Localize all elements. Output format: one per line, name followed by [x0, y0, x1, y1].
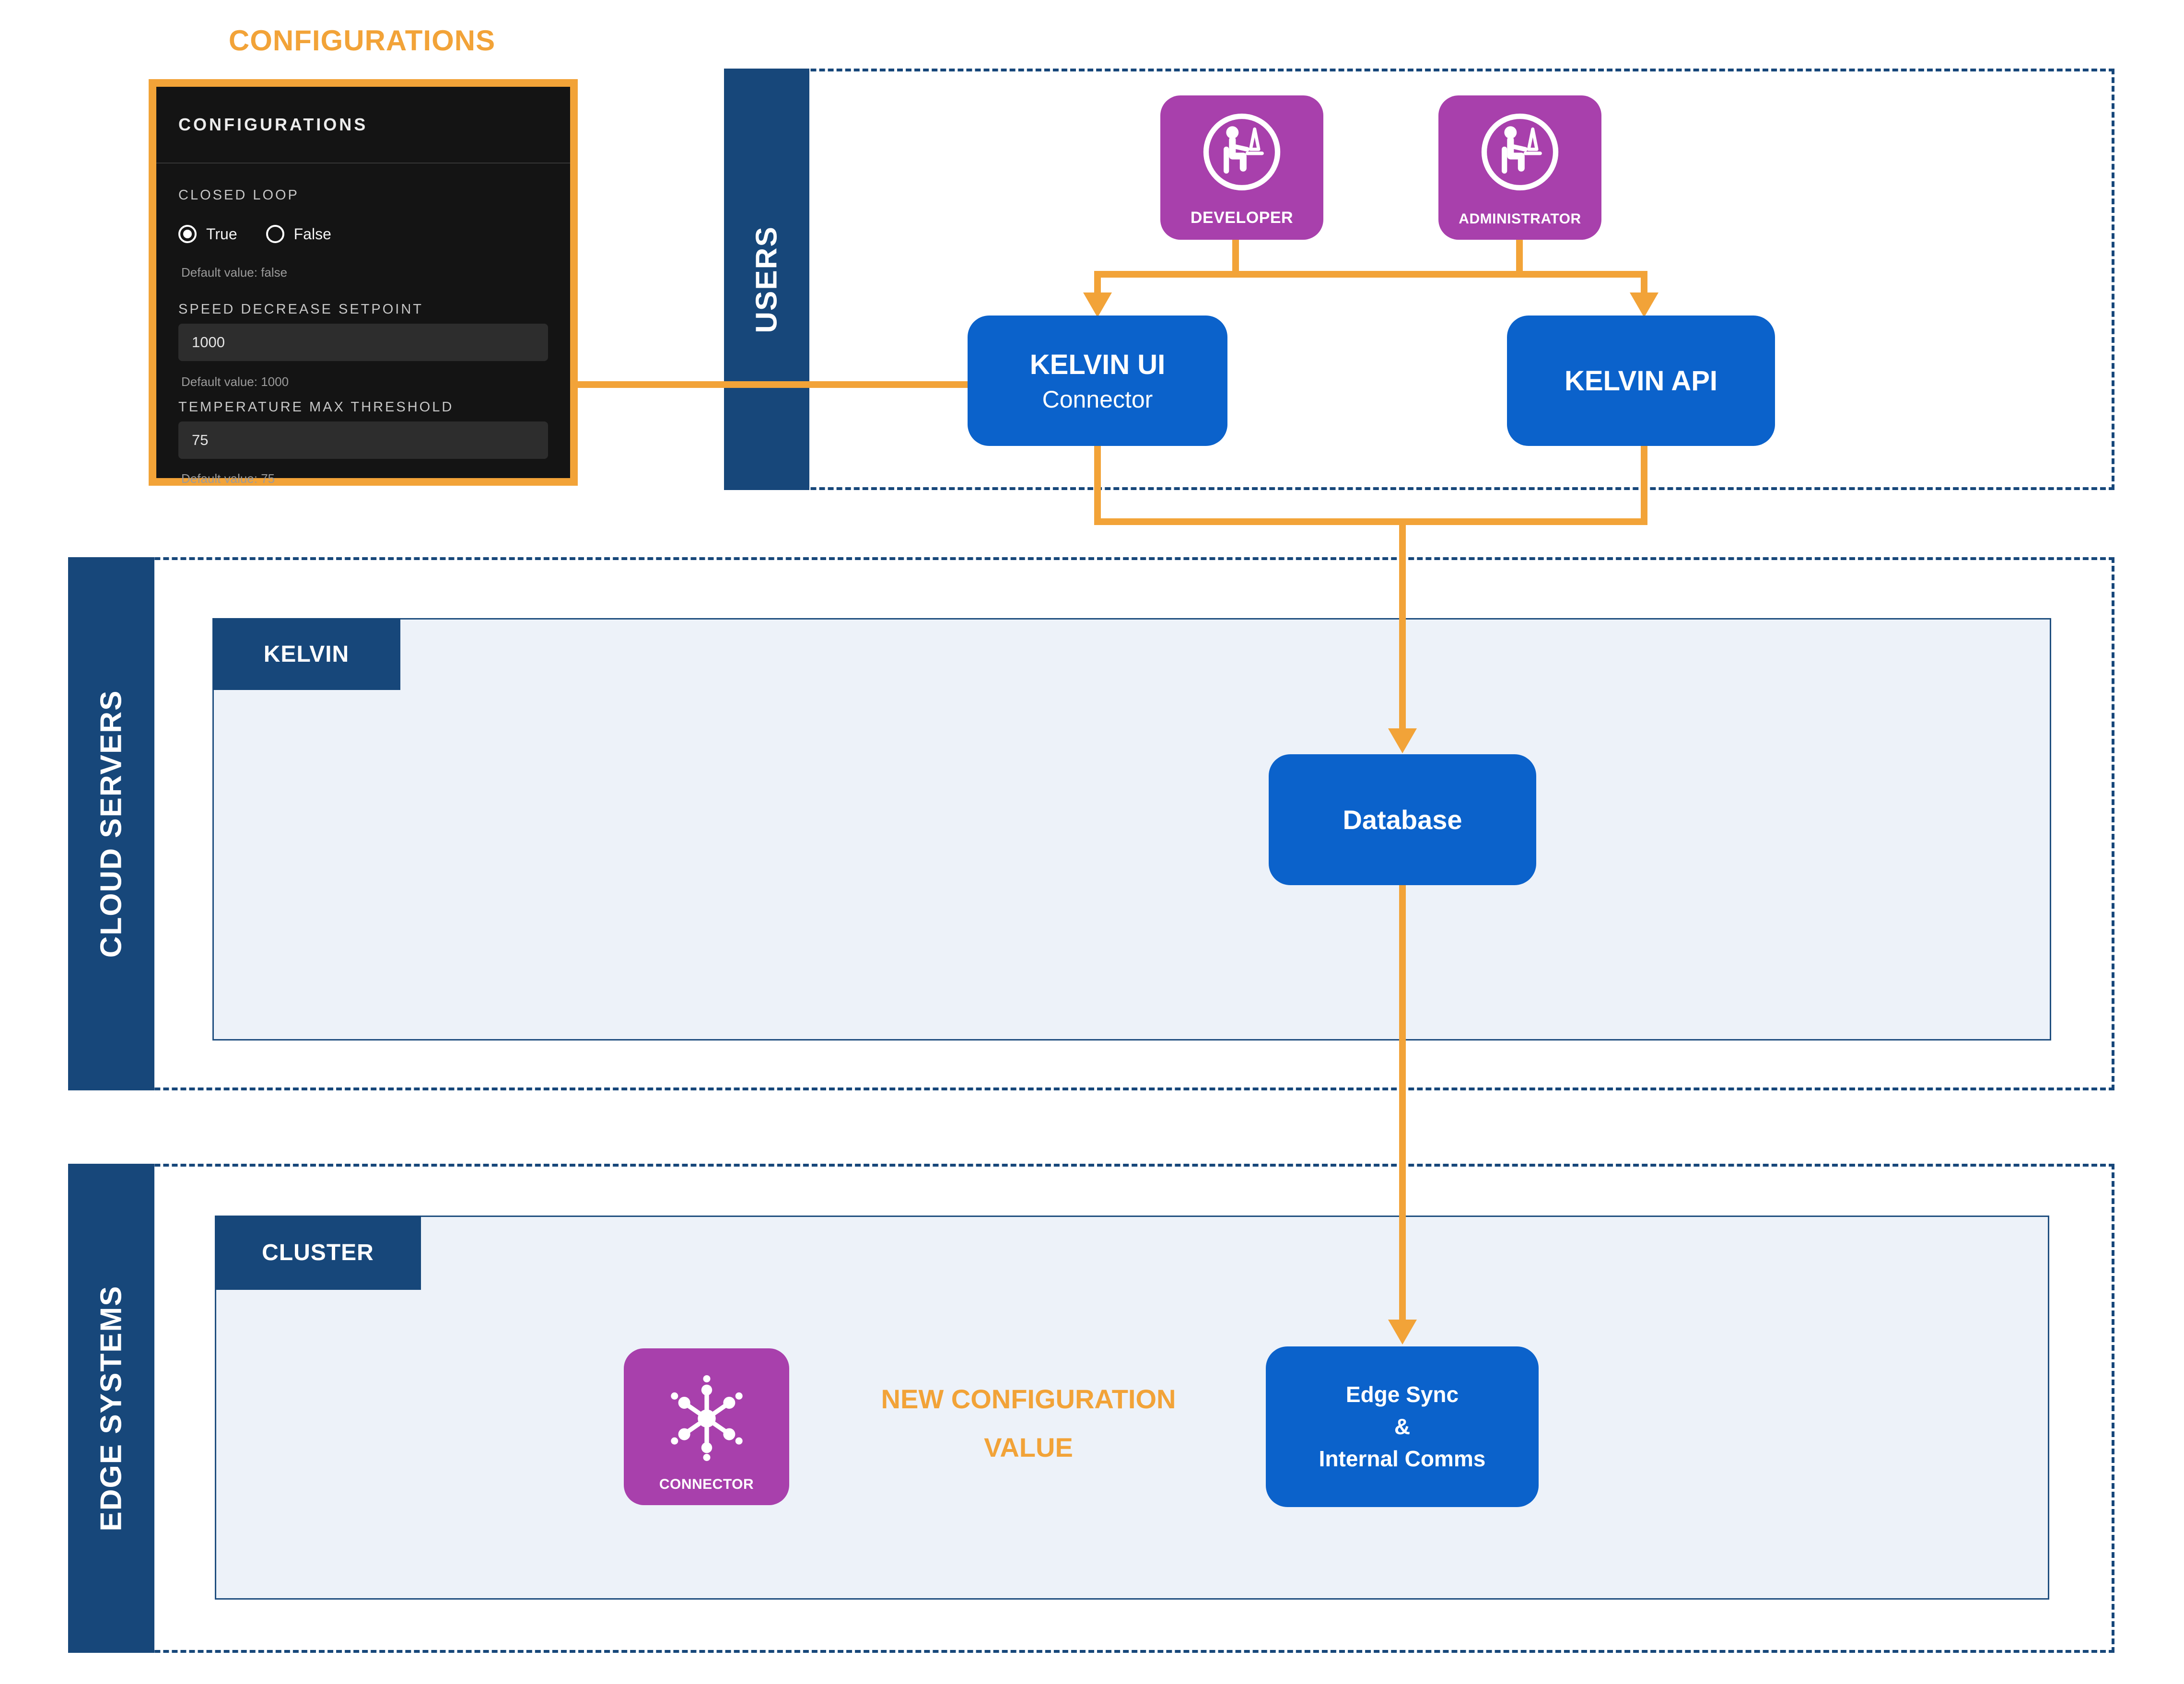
edge-sync-line1: Edge Sync — [1345, 1382, 1459, 1407]
config-panel-header: CONFIGURATIONS — [178, 115, 368, 134]
radio-option-false[interactable]: False — [266, 225, 331, 243]
edge-into-kelvin-api — [1641, 271, 1647, 295]
hub-network-icon — [670, 1375, 743, 1461]
speed-decrease-setpoint-default-note: Default value: 1000 — [181, 374, 289, 389]
kelvin-container — [212, 618, 2051, 1041]
cloud-servers-band: CLOUD SERVERS — [68, 557, 154, 1090]
edge-top-horizontal — [1094, 271, 1647, 278]
kelvin-ui-subtitle: Connector — [1042, 386, 1153, 413]
temperature-max-threshold-default-note: Default value: 75 — [181, 471, 275, 486]
kelvin-api-title: KELVIN API — [1564, 365, 1718, 397]
edge-sync-line2: & — [1394, 1414, 1411, 1439]
cluster-container — [215, 1216, 2049, 1600]
connector-label: CONNECTOR — [659, 1476, 754, 1492]
arrowhead-kelvin-api — [1630, 292, 1658, 317]
edge-kelvin-ui-down — [1094, 445, 1101, 525]
kelvin-container-tab: KELVIN — [212, 618, 400, 690]
edge-low-horizontal — [1094, 518, 1647, 525]
temperature-max-threshold-input[interactable] — [178, 421, 548, 459]
users-band: USERS — [724, 69, 809, 490]
edge-systems-band-label: EDGE SYSTEMS — [94, 1285, 128, 1532]
radio-false-control[interactable] — [266, 225, 284, 243]
edge-systems-band: EDGE SYSTEMS — [68, 1164, 154, 1653]
cloud-servers-band-label: CLOUD SERVERS — [94, 690, 128, 958]
configurations-title: CONFIGURATIONS — [228, 24, 496, 57]
administrator-label: ADMINISTRATOR — [1459, 211, 1581, 227]
configurations-panel: CONFIGURATIONS CLOSED LOOP True False De… — [149, 79, 578, 486]
edge-into-database — [1399, 518, 1406, 731]
radio-true-control[interactable] — [178, 225, 197, 243]
person-at-computer-icon — [1481, 113, 1559, 191]
speed-decrease-setpoint-input[interactable] — [178, 324, 548, 361]
edge-sync-node: Edge Sync & Internal Comms — [1266, 1346, 1539, 1507]
arrowhead-kelvin-ui — [1083, 292, 1112, 317]
database-title: Database — [1343, 805, 1462, 835]
cluster-container-tab: CLUSTER — [215, 1216, 421, 1290]
edge-sync-line3: Internal Comms — [1319, 1446, 1486, 1471]
radio-option-true[interactable]: True — [178, 225, 237, 243]
kelvin-ui-title: KELVIN UI — [1029, 349, 1166, 380]
connector-node: CONNECTOR — [624, 1348, 789, 1505]
new-configuration-value-annotation: NEW CONFIGURATION VALUE — [815, 1375, 1242, 1472]
config-panel-divider — [156, 163, 570, 164]
closed-loop-default-note: Default value: false — [181, 265, 288, 280]
edge-into-kelvin-ui — [1094, 271, 1101, 295]
developer-label: DEVELOPER — [1190, 209, 1294, 227]
developer-actor: DEVELOPER — [1160, 95, 1323, 240]
users-band-label: USERS — [750, 225, 783, 333]
closed-loop-radio-group: True False — [178, 225, 331, 243]
edge-kelvin-api-down — [1641, 445, 1647, 525]
users-zone — [724, 69, 2114, 490]
kelvin-ui-node: KELVIN UI Connector — [968, 316, 1227, 446]
arrowhead-edge-sync — [1388, 1320, 1417, 1345]
annotation-line1: NEW CONFIGURATION — [881, 1384, 1176, 1414]
edge-administrator-drop — [1516, 237, 1523, 278]
person-at-computer-icon — [1203, 113, 1281, 191]
radio-false-label: False — [293, 225, 331, 243]
database-node: Database — [1269, 754, 1536, 885]
edge-database-to-edge-sync — [1399, 884, 1406, 1322]
radio-true-label: True — [206, 225, 237, 243]
temperature-max-threshold-label: TEMPERATURE MAX THRESHOLD — [178, 399, 454, 415]
edge-developer-drop — [1232, 237, 1239, 278]
speed-decrease-setpoint-label: SPEED DECREASE SETPOINT — [178, 302, 423, 317]
administrator-actor: ADMINISTRATOR — [1438, 95, 1601, 240]
arrowhead-database — [1388, 728, 1417, 753]
closed-loop-label: CLOSED LOOP — [178, 187, 299, 203]
kelvin-api-node: KELVIN API — [1507, 316, 1775, 446]
annotation-line2: VALUE — [984, 1432, 1073, 1462]
edge-config-to-kelvin-ui — [574, 381, 968, 388]
